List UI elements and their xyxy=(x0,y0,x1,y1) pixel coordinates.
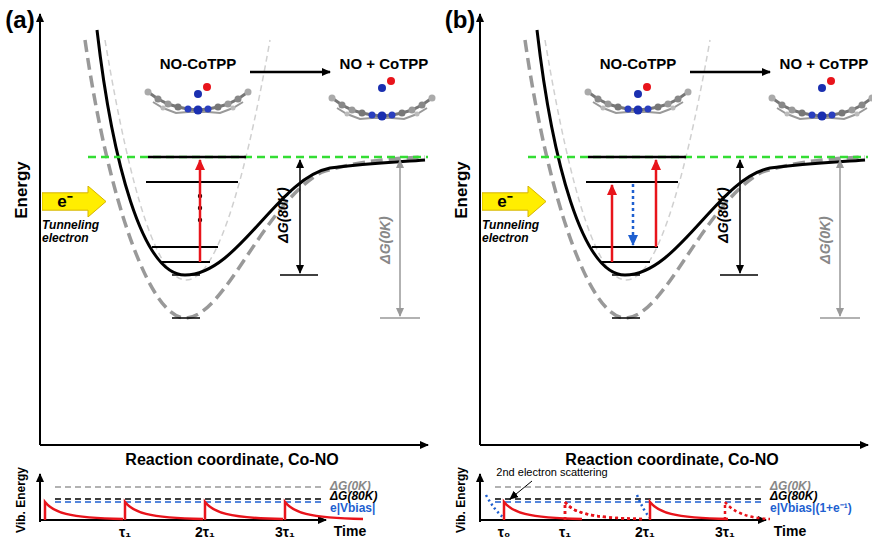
node-caption: Tunneling electron xyxy=(482,219,552,245)
axis-title: Time xyxy=(774,524,806,539)
panel-letter: (b) xyxy=(445,7,476,33)
axis-title: Vib. Energy xyxy=(455,467,468,533)
energy-label: ΔG(80K) xyxy=(716,187,731,242)
energy-label: ΔG(80K) xyxy=(276,187,291,242)
axis-title: Energy xyxy=(13,161,32,219)
axis-title: Reaction coordinate, Co-NO xyxy=(125,451,338,469)
tick-label: 3τ₁ xyxy=(275,525,295,540)
tick-label: τ₁ xyxy=(119,525,131,540)
species-label: NO + CoTPP xyxy=(780,56,869,73)
tick-label: 2τ₁ xyxy=(635,525,655,540)
species-label: NO-CoTPP xyxy=(160,56,237,73)
arrow-shape xyxy=(42,186,106,217)
axis-title: Vib. Energy xyxy=(15,467,28,533)
axis-title: Energy xyxy=(453,161,472,219)
energy-label: ΔG(0K) xyxy=(378,216,393,264)
panel-letter: (a) xyxy=(5,7,34,33)
level-label: e|Vbias| xyxy=(330,502,375,515)
tick-label: τ₁ xyxy=(559,525,571,540)
electron-symbol: e⁻ xyxy=(482,186,528,217)
arrow-shape xyxy=(482,186,546,217)
species-label: NO + CoTPP xyxy=(340,56,429,73)
electron-arrow: e⁻Tunneling electron xyxy=(42,186,106,217)
node-caption: Tunneling electron xyxy=(42,219,112,245)
annotation: 2nd electron scattering xyxy=(496,466,607,478)
tick-label: 2τ₁ xyxy=(195,525,215,540)
species-label: NO-CoTPP xyxy=(600,56,677,73)
axis-title: Time xyxy=(334,524,366,539)
electron-arrow: e⁻Tunneling electron xyxy=(482,186,546,217)
level-label: e|Vbias|(1+e⁻¹) xyxy=(770,502,852,515)
energy-label: ΔG(0K) xyxy=(818,216,833,264)
electron-symbol: e⁻ xyxy=(42,186,88,217)
tick-label: τ₀ xyxy=(498,525,511,540)
tick-label: 3τ₁ xyxy=(715,525,735,540)
